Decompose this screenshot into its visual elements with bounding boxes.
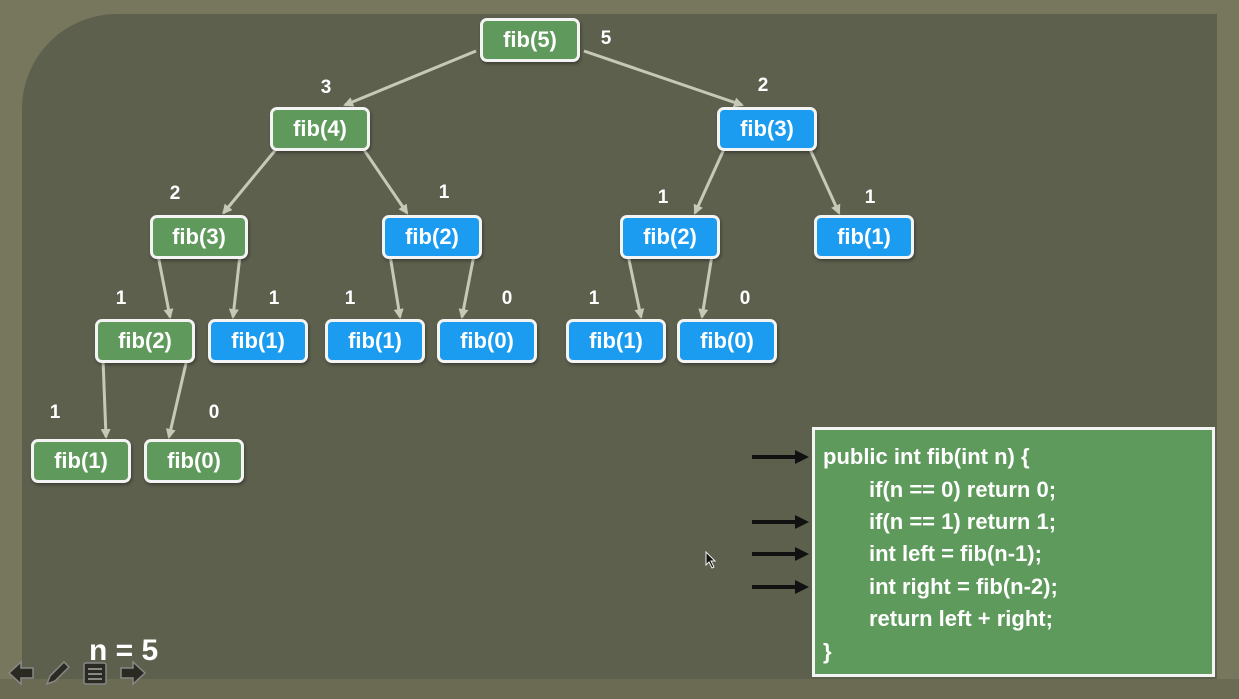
- tree-edge-arrow: [626, 254, 645, 319]
- tree-node-fib-1: fib(1): [325, 319, 425, 363]
- tree-node-fib-2: fib(2): [95, 319, 195, 363]
- return-value-label: 0: [208, 402, 220, 423]
- return-value-label: 1: [864, 187, 876, 208]
- tree-edge-arrow: [156, 254, 174, 319]
- tree-edge-arrow: [583, 49, 744, 108]
- tree-node-fib-3-right: fib(3): [717, 107, 817, 151]
- code-panel: public int fib(int n) { if(n == 0) retur…: [812, 427, 1215, 677]
- tree-node-fib-2: fib(2): [620, 215, 720, 259]
- tree-edge-arrow: [458, 254, 476, 319]
- return-value-label: 0: [739, 288, 751, 309]
- return-value-label: 1: [49, 402, 61, 423]
- code-line: }: [823, 639, 832, 664]
- return-value-label: 1: [438, 182, 450, 203]
- return-value-label: 1: [657, 187, 669, 208]
- return-value-label: 1: [344, 288, 356, 309]
- tree-edge-arrow: [100, 358, 111, 439]
- pen-icon[interactable]: [42, 658, 72, 688]
- slide-footer-strip: [0, 679, 1239, 699]
- code-line: return left + right;: [869, 606, 1053, 631]
- code-line: int right = fib(n-2);: [869, 574, 1058, 599]
- next-arrow-icon[interactable]: [118, 658, 148, 688]
- return-value-label: 1: [268, 288, 280, 309]
- code-line: if(n == 1) return 1;: [869, 509, 1057, 534]
- tree-node-fib-1: fib(1): [814, 215, 914, 259]
- tree-node-fib-2: fib(2): [382, 215, 482, 259]
- return-value-label: 5: [600, 28, 612, 49]
- n-value-label: n = 5: [89, 634, 159, 667]
- tree-edge-arrow: [222, 146, 280, 215]
- mouse-cursor-icon: [705, 550, 717, 574]
- menu-icon[interactable]: [80, 658, 110, 688]
- return-value-label: 1: [588, 288, 600, 309]
- tree-edge-arrow: [228, 254, 242, 319]
- tree-node-fib-1: fib(1): [566, 319, 666, 363]
- code-line: int left = fib(n-1);: [869, 541, 1042, 566]
- tree-node-fib-5-root: fib(5): [480, 18, 580, 62]
- prev-arrow-icon[interactable]: [6, 658, 36, 688]
- tree-node-fib-4: fib(4): [270, 107, 370, 151]
- tree-edge-arrow: [807, 146, 841, 215]
- tree-edge-arrow: [360, 146, 409, 215]
- tree-node-fib-0: fib(0): [437, 319, 537, 363]
- tree-edge-arrow: [388, 254, 404, 319]
- code-line: public int fib(int n) {: [823, 444, 1030, 469]
- tree-edge-arrow: [698, 254, 714, 319]
- return-value-label: 2: [757, 75, 769, 96]
- tree-edge-arrow: [165, 358, 189, 439]
- tree-edge-arrow: [693, 146, 727, 215]
- return-value-label: 2: [169, 183, 181, 204]
- return-value-label: 3: [320, 77, 332, 98]
- tree-node-fib-3-left: fib(3): [150, 215, 248, 259]
- tree-node-fib-0: fib(0): [144, 439, 244, 483]
- tree-node-fib-0: fib(0): [677, 319, 777, 363]
- tree-node-fib-1: fib(1): [208, 319, 308, 363]
- return-value-label: 0: [501, 288, 513, 309]
- tree-edge-arrow: [343, 49, 477, 107]
- tree-node-fib-1: fib(1): [31, 439, 131, 483]
- code-line: if(n == 0) return 0;: [869, 477, 1057, 502]
- return-value-label: 1: [115, 288, 127, 309]
